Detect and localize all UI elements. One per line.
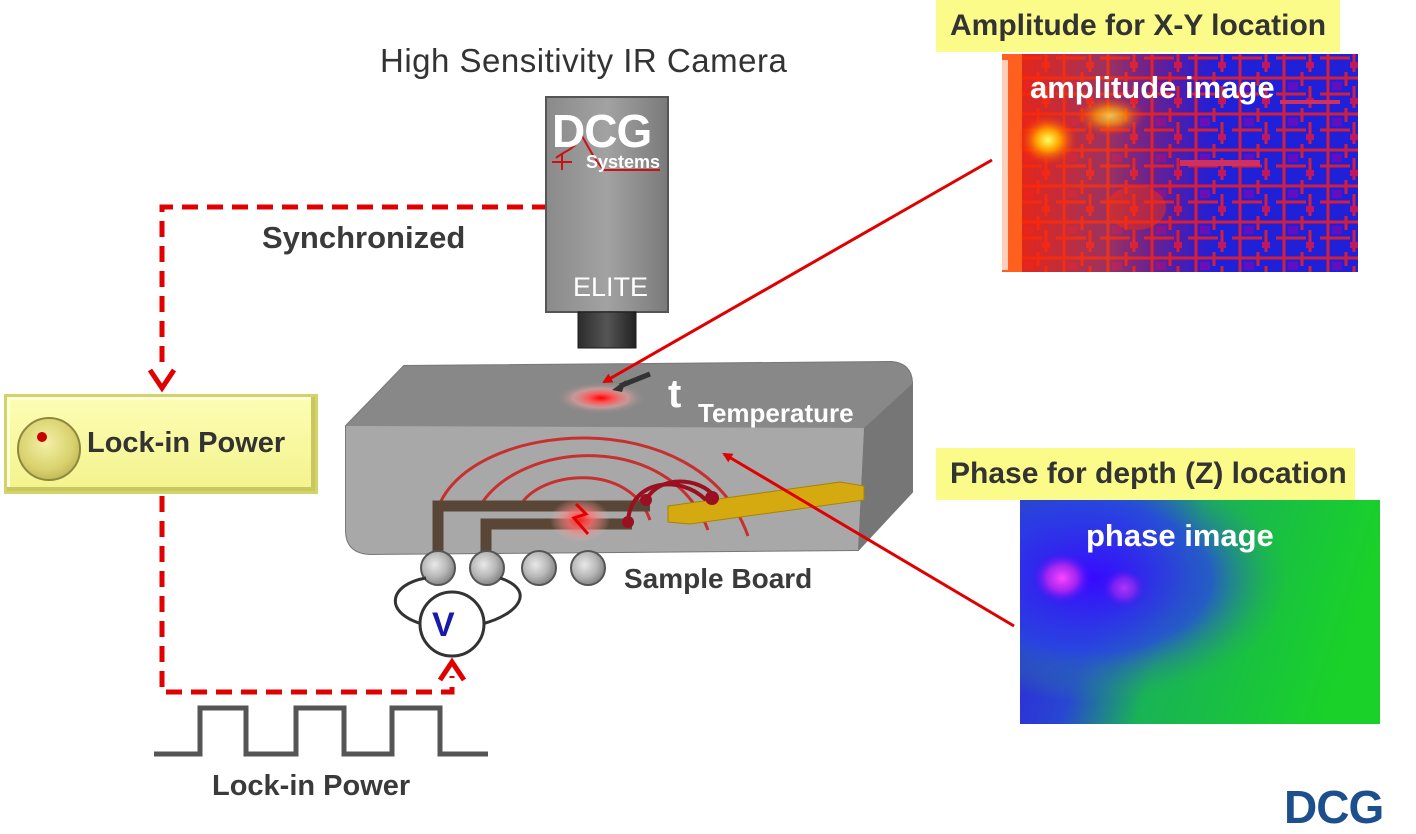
sample-board xyxy=(345,360,913,586)
contact-pad xyxy=(570,550,606,586)
camera-brand-sub: Systems xyxy=(586,152,661,172)
contact-pad xyxy=(469,550,505,586)
contact-pad xyxy=(420,550,456,586)
camera-logo-swoosh xyxy=(555,133,660,171)
lockin-power-box: Lock-in Power xyxy=(4,394,318,494)
lockin-box-label: Lock-in Power xyxy=(87,427,286,459)
lockin-waveform xyxy=(154,705,488,757)
defect-spark-icon xyxy=(571,502,590,535)
sample-board-label: Sample Board xyxy=(624,563,813,594)
dcg-logo: DCG xyxy=(1284,781,1384,833)
phase-pointer-arrow xyxy=(722,452,1015,628)
camera-model: ELITE xyxy=(573,272,649,302)
surface-hot-spot xyxy=(555,382,647,414)
voltmeter-symbol: V xyxy=(432,606,455,644)
camera-brand: DCG xyxy=(552,105,652,157)
amplitude-callout: Amplitude for X-Y location xyxy=(936,0,1341,52)
lockin-waveform-label: Lock-in Power xyxy=(212,770,411,802)
hot-spot-pointer xyxy=(619,371,651,389)
ir-camera xyxy=(545,96,669,349)
sync-label: Synchronized xyxy=(262,220,466,255)
contact-pad xyxy=(521,550,557,586)
temperature-symbol: t xyxy=(668,372,682,416)
amplitude-image xyxy=(1002,54,1358,272)
amplitude-pointer-arrow xyxy=(602,158,993,384)
phase-image-label: phase image xyxy=(1086,518,1274,553)
knob-icon xyxy=(17,417,81,481)
sync-lines xyxy=(147,204,548,695)
temperature-label: Temperature xyxy=(698,398,854,428)
phase-image xyxy=(1020,500,1380,724)
setup-diagram xyxy=(147,54,1380,757)
voltmeter xyxy=(393,576,522,658)
amplitude-image-label: amplitude image xyxy=(1030,70,1275,105)
phase-callout: Phase for depth (Z) location xyxy=(936,448,1355,500)
camera-title: High Sensitivity IR Camera xyxy=(380,42,788,79)
